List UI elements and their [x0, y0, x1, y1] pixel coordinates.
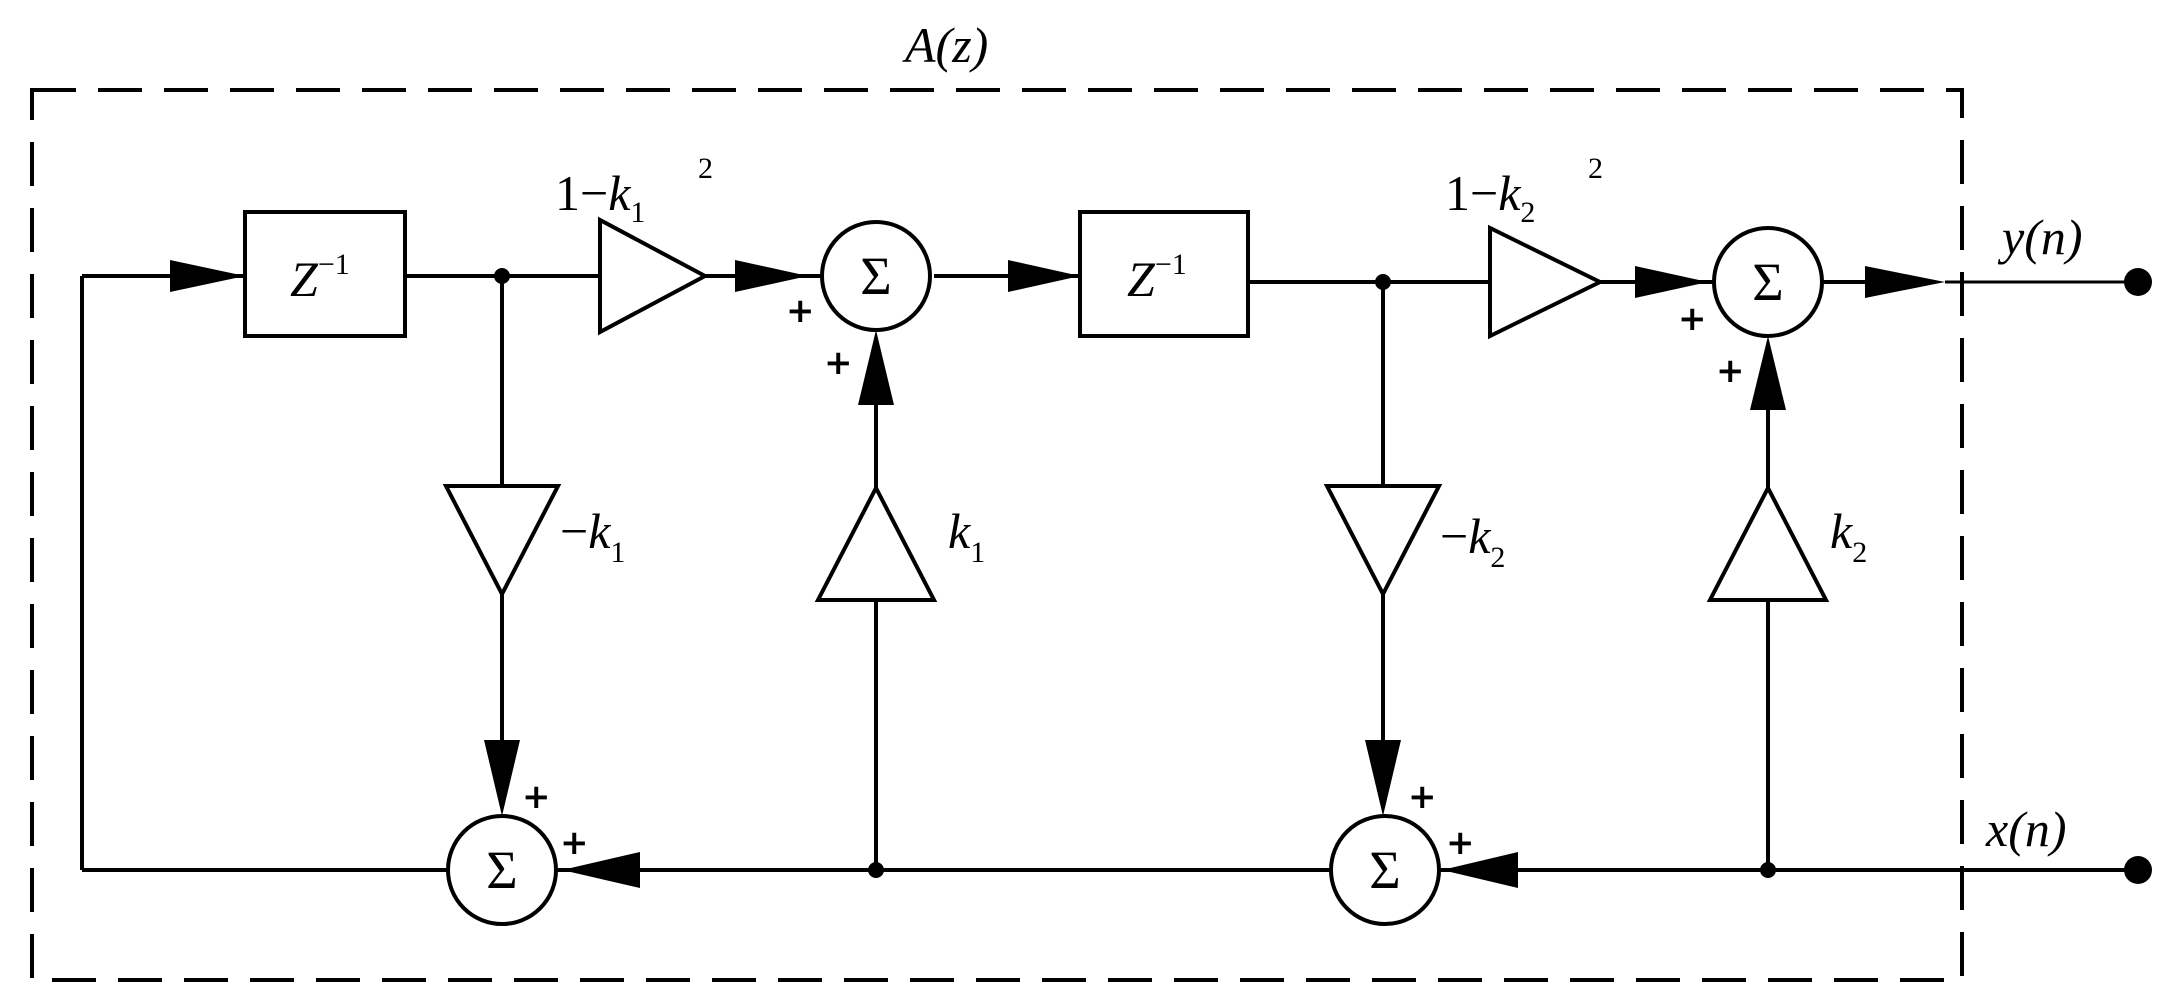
plus-sign: +	[1446, 823, 1475, 863]
gain-forward-1-sup: 2	[698, 152, 713, 185]
junction-stage2-top	[1375, 274, 1391, 290]
output-label: y(n)	[1997, 209, 2083, 265]
sum-junction-top-1	[820, 220, 932, 332]
gain-down-1	[442, 484, 562, 599]
delay-block-1-label: Z−1	[290, 248, 350, 307]
plus-sign: +	[522, 777, 551, 817]
gain-forward-2-sup: 2	[1588, 152, 1603, 185]
plus-sign: +	[560, 823, 589, 863]
plus-sign: +	[786, 291, 815, 331]
sum-junction-bottom-1-symbol: Σ	[486, 840, 517, 900]
junction-stage1-bottom	[868, 862, 884, 878]
arrow-into-sum2	[1635, 266, 1708, 298]
gain-up-2	[1706, 483, 1830, 602]
gain-forward-2-label: 1−k2	[1445, 165, 1535, 229]
gain-forward-2	[1488, 224, 1605, 340]
sum-junction-top-1-symbol: Σ	[860, 246, 891, 306]
plus-sign: +	[1678, 299, 1707, 339]
input-terminal	[2124, 856, 2152, 884]
sum-junction-top-2-symbol: Σ	[1752, 252, 1783, 312]
gain-forward-1	[598, 216, 710, 336]
gain-down-2	[1323, 484, 1443, 599]
plus-sign: +	[1716, 351, 1745, 391]
arrow-down-into-sum4	[1365, 740, 1401, 816]
sum-junction-top-2	[1712, 226, 1824, 338]
arrow-into-sum1	[735, 260, 808, 292]
sum-junction-bottom-2	[1329, 814, 1441, 926]
delay-block-2	[1078, 210, 1250, 338]
sum-junction-bottom-2-symbol: Σ	[1369, 840, 1400, 900]
arrow-left-into-sum4	[1442, 852, 1518, 888]
boundary-title: A(z)	[902, 17, 988, 73]
arrow-output	[1865, 266, 1945, 298]
allpass-boundary	[30, 88, 1964, 982]
gain-forward-1-label: 1−k1	[555, 165, 645, 229]
plus-sign: +	[824, 343, 853, 383]
delay-block-1	[243, 210, 407, 338]
arrow-into-delay2	[1008, 260, 1080, 292]
gain-up-1-label: k1	[948, 503, 985, 569]
plus-sign: +	[1408, 777, 1437, 817]
junction-stage2-bottom	[1760, 862, 1776, 878]
gain-up-2-label: k2	[1830, 503, 1867, 569]
junction-stage1-top	[494, 268, 510, 284]
arrow-into-delay1	[170, 260, 245, 292]
output-terminal	[2124, 268, 2152, 296]
gain-down-2-label: −k2	[1440, 508, 1505, 574]
arrow-down-into-sum3	[484, 740, 520, 816]
sum-junction-bottom-1	[446, 814, 558, 926]
input-label: x(n)	[1985, 801, 2067, 857]
arrow-up-into-sum2	[1750, 336, 1786, 410]
gain-down-1-label: −k1	[560, 503, 625, 569]
delay-block-2-label: Z−1	[1127, 248, 1187, 307]
arrow-left-into-sum3	[562, 852, 640, 888]
gain-up-1	[814, 483, 938, 602]
arrow-up-into-sum1	[858, 330, 894, 405]
